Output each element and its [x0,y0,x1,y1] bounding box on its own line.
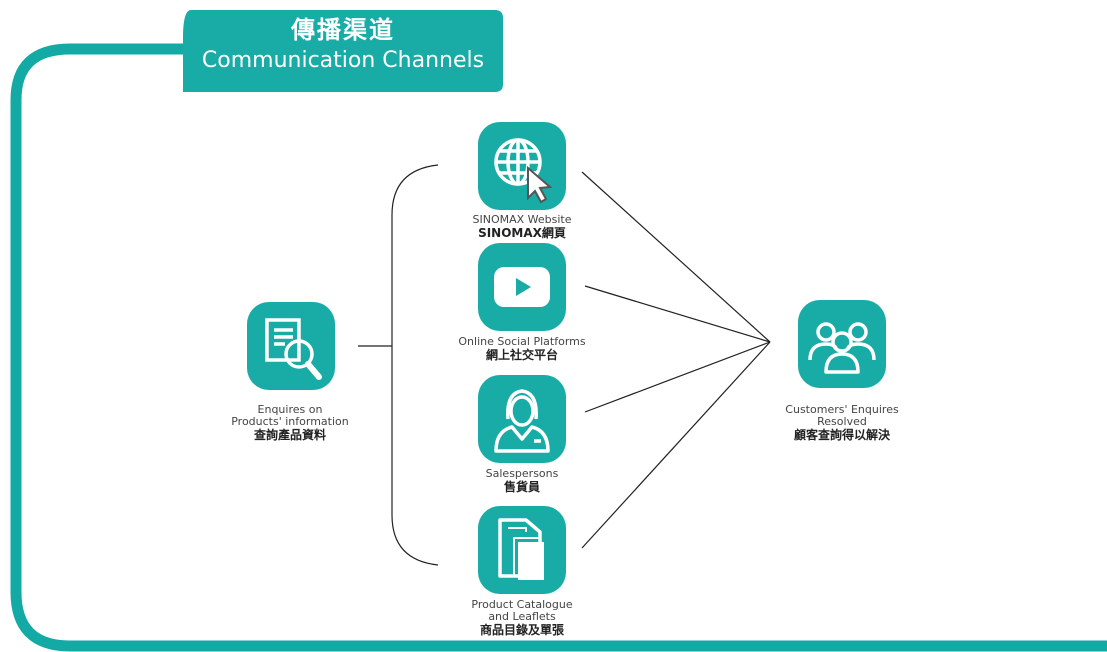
channel-catalogue-caption-line1: Product Catalogue [471,598,573,611]
customers-group-icon [808,322,876,374]
channel-sales-caption: Salespersons 售貨員 [430,467,614,495]
source-caption-line2: Products' information [231,415,349,428]
channel-catalogue-caption-line2: and Leaflets [488,610,556,623]
result-caption-zh: 顧客查詢得以解決 [793,428,890,442]
salesperson-icon [494,389,550,453]
source-caption: Enquires on Products' information 查詢產品資料 [215,403,365,443]
document-search-icon [265,318,322,380]
channel-website-caption-line1: SINOMAX Website [472,213,572,226]
channel-sales-caption-line1: Salespersons [485,467,559,480]
channel-catalogue-caption: Product Catalogue and Leaflets 商品目錄及單張 [430,598,614,638]
result-caption-line2: Resolved [817,415,867,428]
channel-sales-tile [478,375,566,463]
channel-social-caption-line1: Online Social Platforms [458,335,586,348]
result-caption: Customers' Enquires Resolved 顧客查詢得以解決 [766,403,918,443]
source-node-tile [247,302,335,390]
play-button-icon [494,267,550,307]
leaflet-icon [498,518,544,580]
channel-catalogue-caption-zh: 商品目錄及單張 [479,623,564,637]
channel-website-tile [478,122,566,210]
channel-sales-caption-zh: 售貨員 [503,480,540,494]
globe-cursor-icon [494,138,553,204]
source-caption-zh: 查詢產品資料 [253,428,326,442]
channel-social-tile [478,243,566,331]
result-node-tile [798,300,886,388]
header-title-zh: 傳播渠道 [291,16,395,44]
channel-social-caption-zh: 網上社交平台 [485,348,558,362]
source-caption-line1: Enquires on [257,403,323,416]
result-caption-line1: Customers' Enquires [785,403,899,416]
header-title-en: Communication Channels [201,48,485,73]
channel-catalogue-tile [478,506,566,594]
channel-website-caption-zh: SINOMAX網頁 [478,226,566,240]
header-title: 傳播渠道 Communication Channels [183,14,503,76]
channel-social-caption: Online Social Platforms 網上社交平台 [430,335,614,363]
channel-website-caption: SINOMAX Website SINOMAX網頁 [430,213,614,241]
header-tab [183,10,503,92]
